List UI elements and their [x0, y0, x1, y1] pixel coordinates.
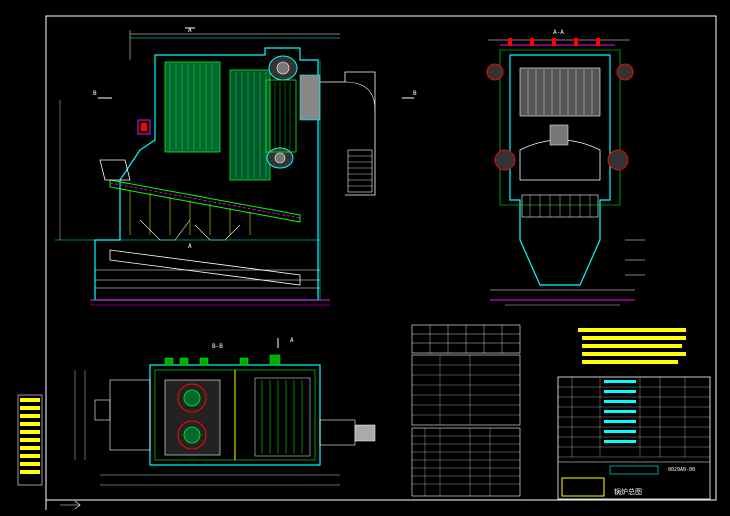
section-mark-a-top: A	[188, 27, 192, 34]
side-section-view: A-A	[486, 29, 645, 306]
cut-mark-b-left: B	[93, 90, 97, 97]
sheet-frame	[45, 15, 717, 501]
plan-section-view: B-B A	[74, 337, 376, 486]
cut-mark-b-right: B	[413, 90, 417, 97]
revision-block	[17, 394, 81, 510]
drawing-title: 锅炉总图	[614, 487, 642, 496]
section-title-b-b: B-B	[212, 343, 223, 350]
parameter-table	[411, 324, 521, 497]
title-block: 0029A0-00 锅炉总图	[557, 376, 711, 500]
technical-notes	[578, 328, 686, 364]
section-mark-a-bottom: A	[188, 243, 192, 250]
plan-cut-mark-a: A	[290, 337, 294, 344]
drawing-number: 0029A0-00	[668, 467, 695, 473]
section-title-a-a: A-A	[553, 29, 564, 36]
front-elevation-view: A	[55, 27, 417, 306]
